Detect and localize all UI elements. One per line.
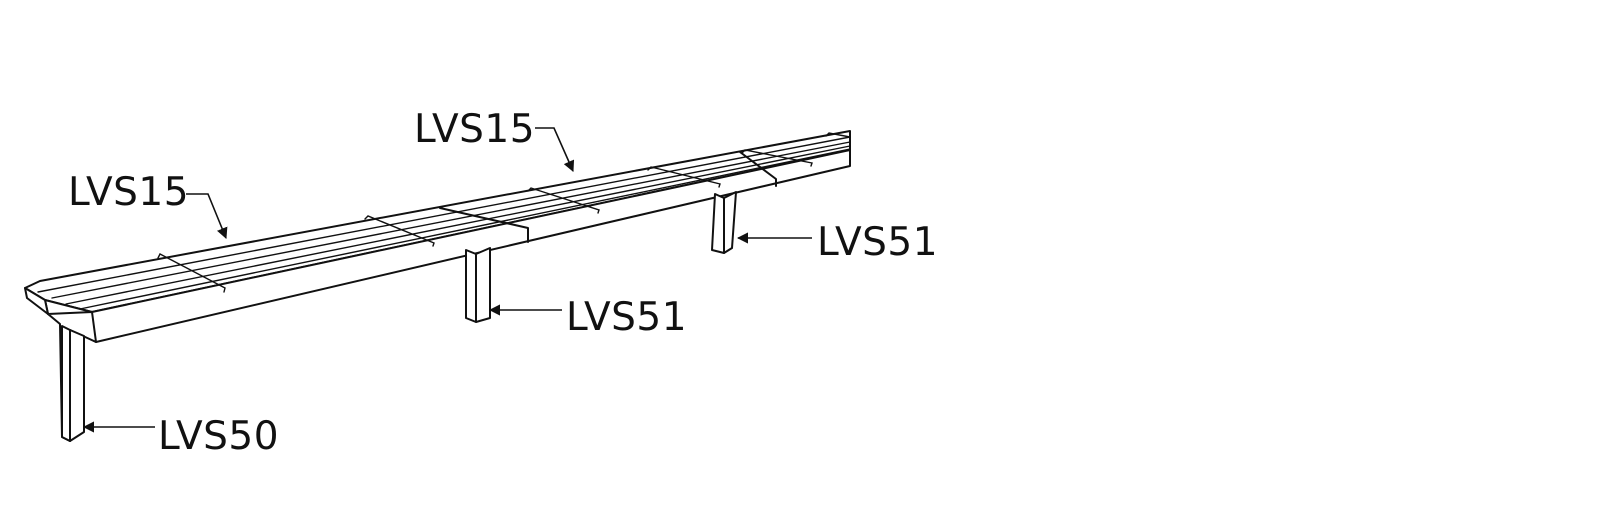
wire-bracket-4 [647, 166, 721, 188]
leg-lvs51-mid [465, 247, 491, 323]
label-lvs15-left: LVS15 [68, 170, 189, 215]
slat-line-3 [65, 145, 851, 305]
label-lvs50: LVS50 [158, 414, 279, 459]
wire-bracket-2 [364, 215, 435, 247]
label-lvs51-right: LVS51 [817, 220, 938, 265]
segment-joint-1 [439, 207, 529, 243]
bench-seat [24, 130, 851, 343]
wire-bracket-5 [741, 149, 813, 167]
leader-lvs15-mid [535, 127, 575, 173]
leg-lvs51-right [711, 191, 737, 254]
slat-line-4 [79, 148, 851, 310]
leg-lvs50 [47, 311, 97, 442]
label-lvs51-mid: LVS51 [566, 295, 687, 340]
label-lvs15-mid: LVS15 [414, 107, 535, 152]
slat-line-2 [51, 141, 851, 299]
slat-line-1 [37, 136, 851, 293]
wire-bracket-3 [527, 187, 600, 214]
wire-bracket-6 [825, 132, 851, 138]
leader-lvs15-left [186, 193, 228, 240]
wire-bracket-1 [157, 253, 226, 293]
segment-joint-2 [739, 151, 777, 187]
